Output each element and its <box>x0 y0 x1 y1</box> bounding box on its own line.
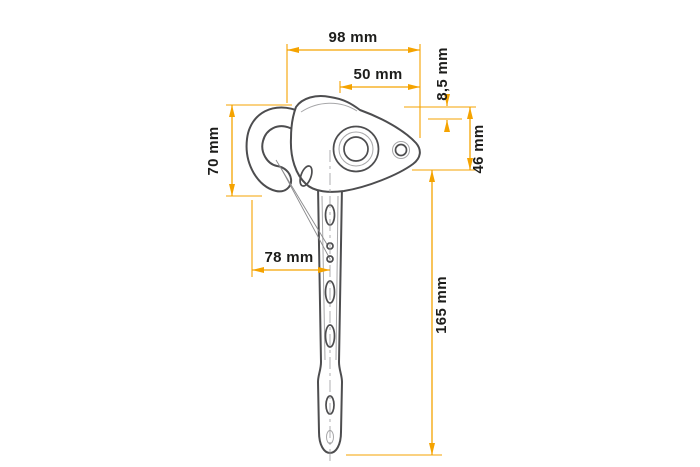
dimension-label-165mm: 165 mm <box>433 276 450 334</box>
dimension-label-8-5mm: 8,5 mm <box>434 47 451 101</box>
boss-mid-circle <box>338 131 374 167</box>
arm-inner-edge-left <box>321 195 326 361</box>
wire-line-2 <box>280 167 331 260</box>
dimension-label-46mm: 46 mm <box>470 124 487 173</box>
boss-inner-circle <box>343 136 369 162</box>
body-slot <box>299 165 313 187</box>
dimension-8-5mm: 8,5 mm <box>404 47 476 132</box>
dimension-label-70mm: 70 mm <box>205 126 222 175</box>
dimension-50mm: 50 mm <box>339 66 420 93</box>
dimension-46mm: 46 mm <box>412 107 487 174</box>
part-drawing <box>245 95 421 462</box>
part-hook <box>245 106 303 193</box>
arm-slot-3 <box>324 324 336 348</box>
dimension-70mm: 70 mm <box>205 104 292 197</box>
dimension-label-98mm: 98 mm <box>328 29 377 46</box>
dimension-165mm: 165 mm <box>346 170 450 456</box>
dimension-label-50mm: 50 mm <box>353 66 402 83</box>
dimension-label-78mm: 78 mm <box>264 249 313 266</box>
part-body <box>289 95 421 193</box>
pivot-hole <box>394 143 408 157</box>
pivot-hole-washer <box>392 141 410 159</box>
boss-outer-circle <box>332 125 380 173</box>
dimension-78mm: 78 mm <box>251 200 330 277</box>
arm-hole-2 <box>326 255 334 263</box>
body-inner-contour <box>300 102 358 113</box>
dimension-98mm: 98 mm <box>286 29 421 138</box>
arm-inner-edge-right <box>335 195 339 361</box>
